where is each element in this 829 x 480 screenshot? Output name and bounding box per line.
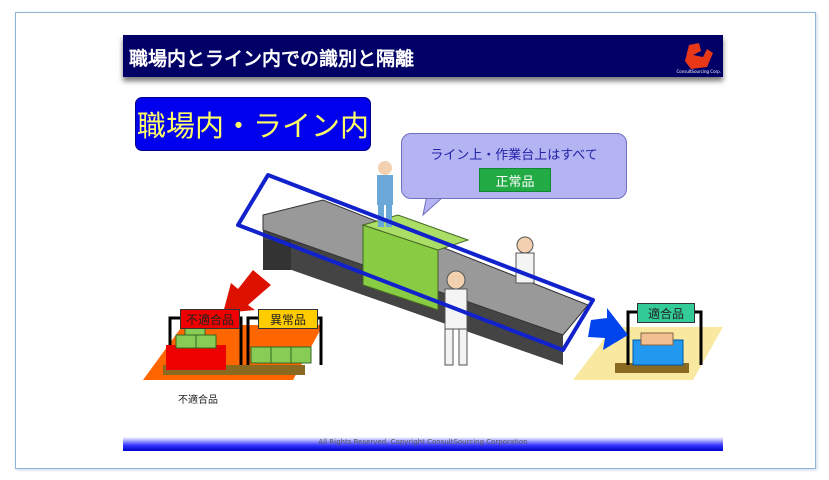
green-box	[195, 334, 217, 349]
copyright-text: All Rights Reserved, Copyright ConsultSo…	[318, 438, 528, 446]
conforming-label: 適合品	[637, 303, 695, 323]
nonconforming-label: 不適合品	[180, 309, 240, 329]
line-scope-outline	[236, 173, 595, 352]
abnormal-label: 異常品	[258, 309, 318, 329]
slide: 職場内とライン内での識別と隔離 ConsultSourcing Corp.	[123, 35, 723, 451]
nonconforming-box-label: 不適合品	[178, 395, 218, 406]
red-container-visible	[166, 345, 226, 370]
image-frame	[15, 12, 816, 469]
green-box	[250, 346, 272, 364]
green-box	[270, 346, 292, 364]
logo-text: ConsultSourcing Corp.	[676, 69, 721, 74]
inspector	[444, 270, 468, 366]
slide-header: 職場内とライン内での識別と隔離 ConsultSourcing Corp.	[123, 35, 723, 77]
slide-title: 職場内とライン内での識別と隔離	[129, 48, 415, 70]
blue-arrow-icon	[588, 308, 628, 350]
scope-heading: 職場内・ライン内	[135, 97, 371, 151]
pallet	[615, 363, 689, 373]
green-box	[290, 346, 312, 364]
pallet	[233, 365, 305, 375]
callout-text: ライン上・作業台上はすべて	[430, 148, 598, 163]
product-box	[640, 332, 674, 346]
normal-product-badge: 正常品	[479, 168, 551, 192]
company-logo-icon	[685, 43, 713, 69]
callout-bubble: ライン上・作業台上はすべて 正常品	[401, 133, 627, 199]
worker	[377, 161, 393, 227]
red-arrow-icon	[223, 270, 271, 313]
green-box	[175, 334, 197, 349]
slide-footer: All Rights Reserved, Copyright ConsultSo…	[123, 437, 723, 451]
